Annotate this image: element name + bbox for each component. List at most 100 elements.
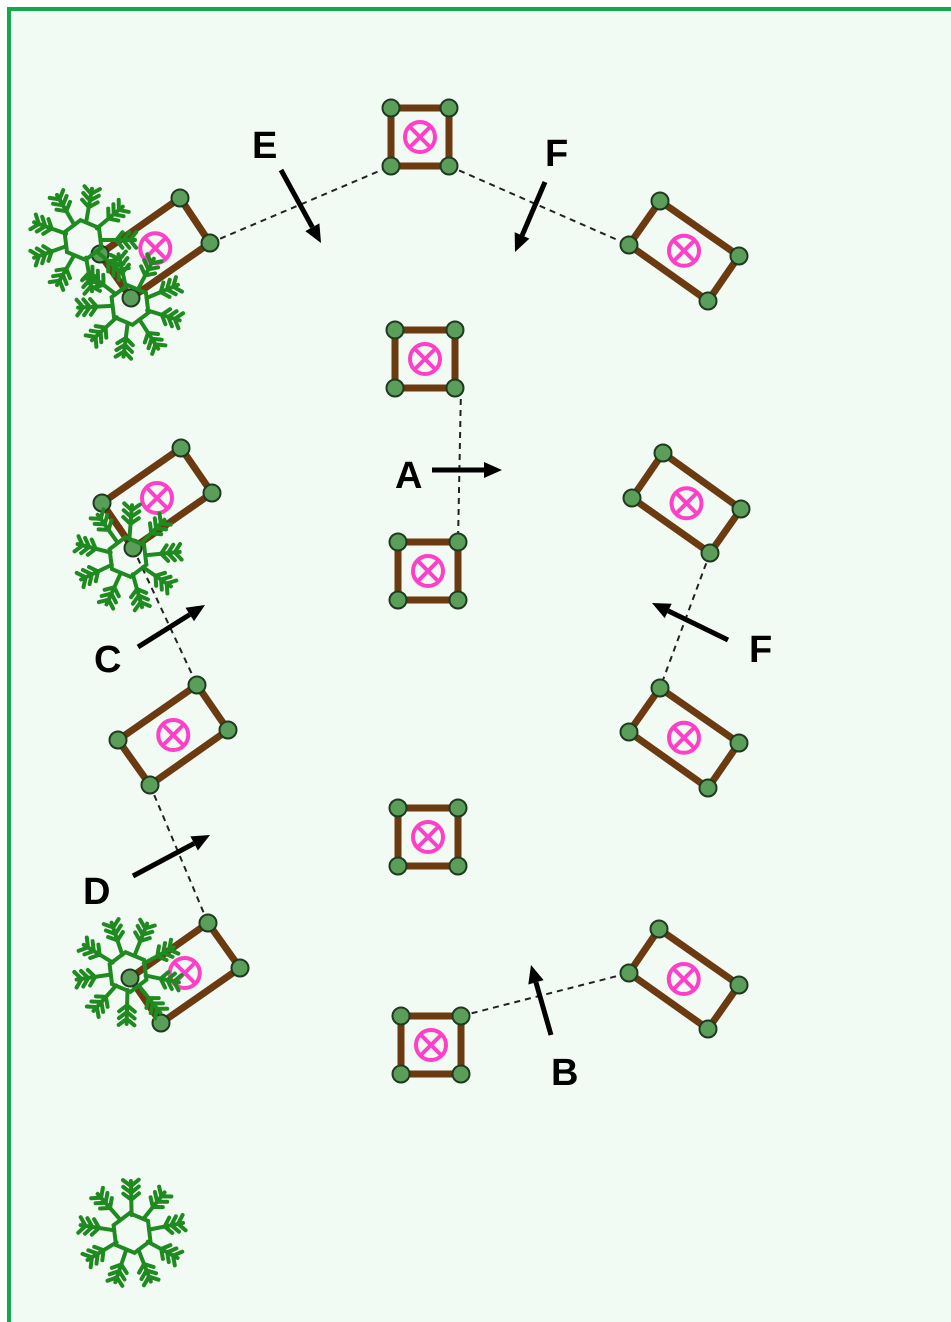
- corner-post-icon: [388, 798, 408, 818]
- direction-arrow-icon: [432, 462, 502, 478]
- corner-post-icon: [108, 730, 128, 750]
- frame-5: [92, 438, 222, 558]
- corner-post-icon: [653, 443, 673, 463]
- corner-post-icon: [230, 958, 250, 978]
- frame-7: [388, 532, 468, 610]
- corner-post-icon: [388, 856, 408, 876]
- corner-post-icon: [619, 235, 639, 255]
- corner-post-icon: [439, 156, 459, 176]
- label-f-right: F: [749, 629, 772, 671]
- direction-arrow-icon: [136, 605, 205, 650]
- frames-group: [90, 98, 751, 1084]
- corner-post-icon: [391, 1006, 411, 1026]
- frame-12: [619, 919, 749, 1039]
- corner-post-icon: [198, 913, 218, 933]
- corner-post-icon: [385, 378, 405, 398]
- corner-post-icon: [391, 1064, 411, 1084]
- label-b: B: [551, 1052, 578, 1094]
- dashed-tie-3: [457, 387, 462, 543]
- corner-post-icon: [381, 98, 401, 118]
- corner-post-icon: [451, 1006, 471, 1026]
- corner-post-icon: [439, 98, 459, 118]
- corner-post-icon: [451, 1064, 471, 1084]
- corner-post-icon: [619, 722, 639, 742]
- corner-post-icon: [388, 532, 408, 552]
- corner-post-icon: [698, 291, 718, 311]
- dashed-tie-7: [460, 972, 630, 1017]
- label-e: E: [252, 125, 277, 167]
- direction-arrow-icon: [652, 603, 730, 643]
- arrows-group: [131, 168, 730, 1036]
- corner-post-icon: [448, 590, 468, 610]
- label-a: A: [395, 455, 422, 497]
- corner-post-icon: [448, 856, 468, 876]
- corner-post-icon: [171, 438, 191, 458]
- corner-post-icon: [448, 532, 468, 552]
- frame-4: [385, 320, 465, 398]
- corner-post-icon: [729, 733, 749, 753]
- corner-post-icon: [650, 678, 670, 698]
- corner-post-icon: [729, 246, 749, 266]
- corner-post-icon: [622, 488, 642, 508]
- direction-arrow-icon: [278, 168, 321, 243]
- frame-3: [619, 191, 749, 311]
- frame-13: [391, 1006, 471, 1084]
- frame-11: [120, 913, 250, 1033]
- diagram-background: [7, 7, 951, 1322]
- corner-post-icon: [649, 919, 669, 939]
- circled-times-icon: [411, 820, 445, 854]
- shrub-icon: [72, 501, 184, 613]
- corner-post-icon: [698, 1019, 718, 1039]
- trees-group: [28, 184, 188, 1288]
- frame-1: [381, 98, 459, 176]
- corner-post-icon: [698, 778, 718, 798]
- corner-post-icon: [729, 975, 749, 995]
- label-f-top: F: [545, 133, 568, 175]
- corner-post-icon: [385, 320, 405, 340]
- corner-post-icon: [388, 590, 408, 610]
- shrub-icon: [72, 917, 184, 1028]
- direction-arrow-icon: [131, 835, 210, 879]
- corner-post-icon: [650, 191, 670, 211]
- circled-times-icon: [414, 1028, 448, 1062]
- corner-post-icon: [187, 675, 207, 695]
- frame-9: [619, 678, 749, 798]
- corner-post-icon: [445, 378, 465, 398]
- shrub-icon: [28, 184, 139, 296]
- circled-times-icon: [403, 120, 437, 154]
- frame-8: [108, 675, 238, 795]
- circled-times-icon: [408, 342, 442, 376]
- corner-post-icon: [202, 483, 222, 503]
- corner-post-icon: [731, 499, 751, 519]
- corner-post-icon: [448, 798, 468, 818]
- circled-times-icon: [156, 718, 191, 752]
- circled-times-icon: [667, 720, 701, 755]
- frame-6: [622, 443, 751, 563]
- direction-arrow-icon: [514, 181, 548, 252]
- frame-10: [388, 798, 468, 876]
- corner-post-icon: [120, 968, 140, 988]
- corner-post-icon: [121, 288, 141, 308]
- dashed-tie-4: [132, 547, 198, 686]
- corner-post-icon: [619, 963, 639, 983]
- corner-post-icon: [381, 156, 401, 176]
- label-d: D: [83, 871, 110, 913]
- corner-post-icon: [445, 320, 465, 340]
- circled-times-icon: [666, 962, 701, 996]
- corner-post-icon: [140, 775, 160, 795]
- direction-arrow-icon: [528, 965, 554, 1036]
- corner-post-icon: [200, 233, 220, 253]
- dashed-tie-5: [149, 784, 209, 924]
- circled-times-icon: [669, 486, 704, 521]
- shrub-icon: [76, 1177, 188, 1288]
- shrub-icon: [74, 249, 186, 361]
- label-c: C: [94, 639, 121, 681]
- circled-times-icon: [140, 481, 174, 515]
- circled-times-icon: [411, 554, 445, 588]
- corner-post-icon: [218, 720, 238, 740]
- corner-post-icon: [170, 188, 190, 208]
- circled-times-icon: [667, 233, 701, 268]
- corner-post-icon: [700, 543, 720, 563]
